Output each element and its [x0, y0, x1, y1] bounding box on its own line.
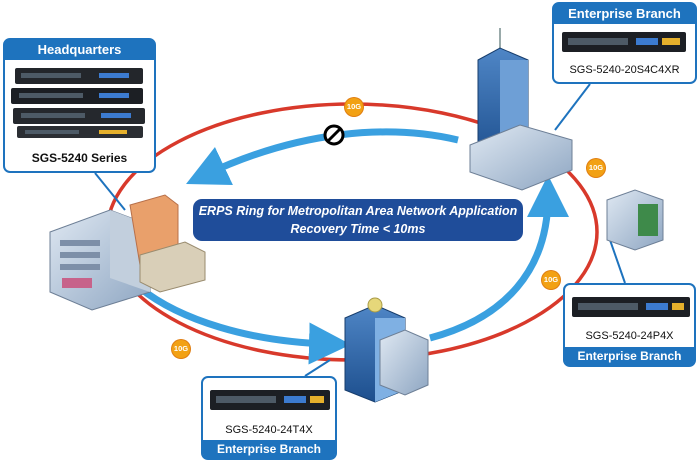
branch-top-right-model: SGS-5240-20S4C4XR: [569, 64, 680, 76]
switch-icon: [572, 297, 690, 317]
banner-line-2: Recovery Time < 10ms: [290, 222, 426, 236]
switch-icon: [562, 32, 686, 52]
branch-top-right-title: Enterprise Branch: [554, 4, 695, 24]
connector-top-right: [554, 83, 591, 131]
branch-bottom-title: Enterprise Branch: [203, 440, 335, 458]
flow-arrow-right: [429, 175, 569, 342]
branch-building-icon: [344, 297, 429, 403]
badge-10g-bottom-left: 10G: [172, 340, 190, 358]
headquarters-building-icon: [49, 194, 206, 311]
banner-line-1: ERPS Ring for Metropolitan Area Network …: [198, 204, 518, 218]
headquarters-model: SGS-5240 Series: [31, 151, 128, 165]
branch-right-title: Enterprise Branch: [565, 347, 694, 365]
badge-10g-right-lower: 10G: [542, 271, 560, 289]
branch-top-right-card: Enterprise Branch SGS-5240-20S4C4XR: [552, 2, 697, 84]
small-building-icon: [606, 189, 664, 251]
switch-icon: [210, 390, 330, 410]
flow-arrow-left: [137, 285, 351, 365]
badge-10g-right-upper: 10G: [587, 159, 605, 177]
headquarters-card: Headquarters SGS-5240 Series: [3, 38, 156, 173]
connector-right: [609, 239, 626, 284]
branch-right-model: SGS-5240-24P4X: [585, 330, 674, 342]
badge-10g-top: 10G: [345, 98, 363, 116]
connector-bottom: [304, 359, 331, 377]
connector-hq: [94, 172, 126, 211]
branch-right-card: SGS-5240-24P4X Enterprise Branch: [563, 283, 696, 367]
skyscraper-building-icon: [469, 28, 573, 191]
erps-banner: ERPS Ring for Metropolitan Area Network …: [193, 199, 523, 241]
branch-bottom-card: SGS-5240-24T4X Enterprise Branch: [201, 376, 337, 460]
branch-bottom-model: SGS-5240-24T4X: [225, 424, 313, 436]
headquarters-title: Headquarters: [5, 40, 154, 60]
switch-stack-icon: [11, 68, 145, 138]
blocked-link-icon: [323, 124, 345, 146]
